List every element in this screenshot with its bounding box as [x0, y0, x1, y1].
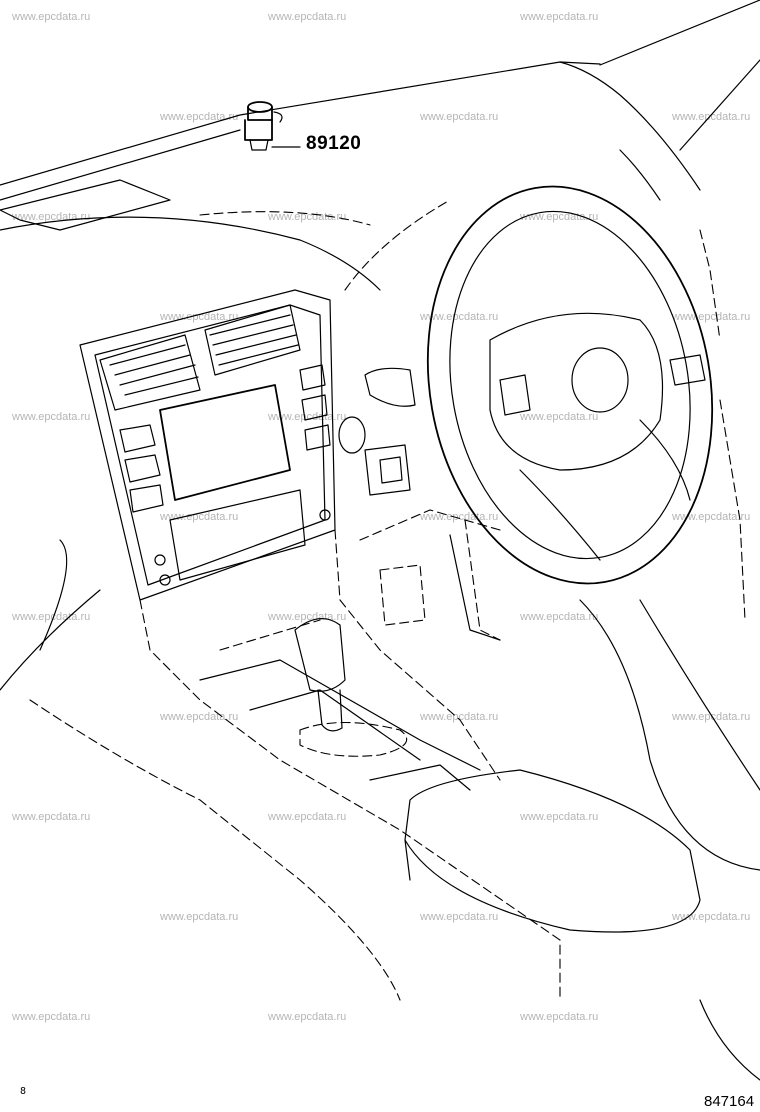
watermark-text: www.epcdata.ru: [671, 511, 750, 523]
watermark-text: www.epcdata.ru: [671, 111, 750, 123]
lower-console: [0, 529, 701, 1001]
steering-wheel: [426, 185, 714, 585]
watermark-text: www.epcdata.ru: [519, 211, 598, 223]
watermark-text: www.epcdata.ru: [11, 11, 90, 23]
watermark-text: www.epcdata.ru: [11, 1011, 90, 1023]
watermark-text: www.epcdata.ru: [519, 11, 598, 23]
part-number-label: 89120: [306, 133, 362, 154]
sensor-part-89120: [244, 101, 301, 151]
center-stack: [79, 289, 336, 601]
watermark-text: www.epcdata.ru: [419, 711, 498, 723]
watermark-text: www.epcdata.ru: [267, 811, 346, 823]
watermark-text: www.epcdata.ru: [267, 411, 346, 423]
watermark-text: www.epcdata.ru: [519, 1011, 598, 1023]
watermark-text: www.epcdata.ru: [419, 311, 498, 323]
watermark-text: www.epcdata.ru: [671, 711, 750, 723]
watermark-text: www.epcdata.ru: [159, 911, 238, 923]
watermark-text: www.epcdata.ru: [419, 511, 498, 523]
watermark-text: www.epcdata.ru: [159, 111, 238, 123]
watermark-text: www.epcdata.ru: [159, 511, 238, 523]
watermark-text: www.epcdata.ru: [267, 211, 346, 223]
watermark-text: www.epcdata.ru: [267, 611, 346, 623]
dashboard-outline: [0, 0, 760, 291]
watermark-text: www.epcdata.ru: [519, 411, 598, 423]
watermark-text: www.epcdata.ru: [267, 1011, 346, 1023]
corner-mark: 8: [20, 1086, 27, 1097]
watermark-text: www.epcdata.ru: [519, 811, 598, 823]
watermark-text: www.epcdata.ru: [419, 111, 498, 123]
watermark-text: www.epcdata.ru: [671, 311, 750, 323]
illustration-id: 847164: [704, 1093, 755, 1110]
watermark-text: www.epcdata.ru: [11, 811, 90, 823]
gear-shifter: [294, 618, 408, 757]
watermark-text: www.epcdata.ru: [267, 11, 346, 23]
watermark-text: www.epcdata.ru: [519, 611, 598, 623]
watermark-text: www.epcdata.ru: [671, 911, 750, 923]
watermark-text: www.epcdata.ru: [11, 411, 90, 423]
watermark-text: www.epcdata.ru: [159, 711, 238, 723]
watermark-text: www.epcdata.ru: [419, 911, 498, 923]
column-and-left-panel: [338, 149, 760, 1081]
watermark-text: www.epcdata.ru: [11, 611, 90, 623]
watermark-layer: www.epcdata.ru www.epcdata.ru www.epcdata.…: [11, 11, 750, 1023]
